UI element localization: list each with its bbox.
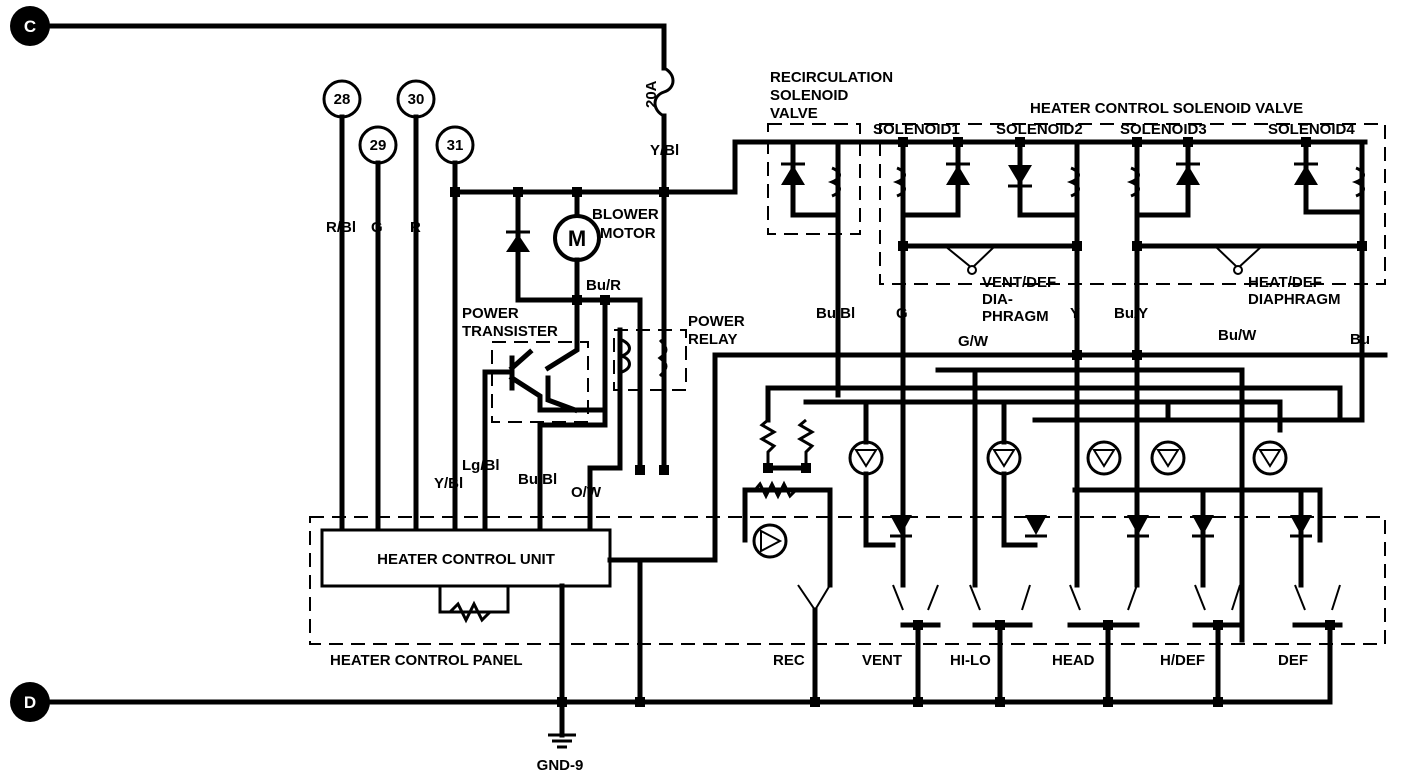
recirc-label-2: SOLENOID	[770, 87, 849, 104]
junction-dots	[763, 137, 1367, 707]
heater-valve-label: HEATER CONTROL SOLENOID VALVE	[1030, 100, 1303, 117]
resistor-1	[759, 418, 777, 468]
feed-wire-c	[47, 23, 667, 71]
resistor-3	[753, 480, 798, 500]
led-h-def	[1150, 440, 1186, 476]
led-vent	[848, 399, 896, 548]
connector-30: 30	[396, 79, 436, 119]
recirc-label-3: VALVE	[770, 105, 818, 122]
fuse-20a	[653, 66, 675, 118]
led-def	[1252, 440, 1288, 476]
svg-text:28: 28	[334, 91, 351, 108]
wire-label-bu-y: Bu/Y	[1114, 305, 1148, 322]
svg-text:29: 29	[370, 137, 387, 154]
svg-text:D: D	[24, 693, 36, 712]
wire-label-g-w: G/W	[958, 333, 989, 350]
power-relay	[613, 329, 687, 391]
terminal-c: C	[10, 6, 50, 46]
heater-control-solenoid-valve	[879, 123, 1386, 285]
mode-diodes	[890, 515, 1312, 538]
heat-def-label-2: DIAPHRAGM	[1248, 291, 1341, 308]
switch-label-vent: VENT	[862, 652, 902, 669]
solenoid2-label: SOLENOID2	[996, 121, 1083, 138]
switch-label-h-def: H/DEF	[1160, 652, 1205, 669]
relay-label-1: POWER	[688, 313, 745, 330]
recirc-label-1: RECIRCULATION	[770, 69, 893, 86]
recirc-solenoid-valve	[767, 123, 861, 235]
switch-rec[interactable]	[797, 584, 831, 705]
solenoid4-label: SOLENOID4	[1268, 121, 1355, 138]
wire-label-y-bl-top: Y/Bl	[650, 142, 679, 159]
vent-def-label-2: DIA-	[982, 291, 1013, 308]
wire-label-y-bl: Y/Bl	[434, 475, 463, 492]
switch-label-def: DEF	[1278, 652, 1308, 669]
heater-control-unit	[320, 528, 612, 588]
fuse-label: 20A	[643, 80, 660, 108]
wire-label-o-w: O/W	[571, 484, 602, 501]
relay-label-2: RELAY	[688, 331, 737, 348]
solenoid-3	[1126, 139, 1200, 403]
control-panel-label: HEATER CONTROL PANEL	[330, 652, 523, 669]
vent-def-label-1: VENT/DEF	[982, 274, 1056, 291]
blower-label-1: BLOWER	[592, 206, 659, 223]
connector-29: 29	[358, 125, 398, 165]
control-unit-label: HEATER CONTROL UNIT	[377, 551, 555, 568]
svg-text:30: 30	[408, 91, 425, 108]
svg-text:C: C	[24, 17, 36, 36]
heat-def-label-1: HEAT/DEF	[1248, 274, 1322, 291]
wire-label-bu-r: Bu/R	[586, 277, 621, 294]
solenoid-1	[892, 139, 970, 403]
transister-label-2: TRANSISTER	[462, 323, 558, 340]
wire-label-bu-bl-recirc: Bu/Bl	[816, 305, 855, 322]
wire-label-lg-bl: Lg/Bl	[462, 457, 500, 474]
wire-label-g-right: G	[896, 305, 908, 322]
svg-text:M: M	[568, 226, 586, 251]
svg-text:31: 31	[447, 137, 464, 154]
led-head	[1086, 440, 1122, 476]
rec-indicator-led	[752, 523, 788, 559]
transister-label-1: POWER	[462, 305, 519, 322]
switch-def[interactable]	[1292, 584, 1343, 628]
wire-label-bu: Bu	[1350, 331, 1370, 348]
switch-label-head: HEAD	[1052, 652, 1095, 669]
terminal-d: D	[10, 682, 50, 722]
solenoid1-label: SOLENOID1	[873, 121, 960, 138]
flyback-diode	[506, 234, 530, 252]
solenoid3-label: SOLENOID3	[1120, 121, 1207, 138]
wire-label-r: R	[410, 219, 421, 236]
unit-potentiometer	[438, 586, 510, 624]
solenoid-2	[1008, 139, 1080, 403]
wire-label-bu-bl-left: Bu/Bl	[518, 471, 557, 488]
wire-label-y-right: Y	[1070, 305, 1080, 322]
connector-31: 31	[435, 125, 475, 165]
ground-label: GND-9	[537, 757, 584, 772]
wire-label-bu-w: Bu/W	[1218, 327, 1257, 344]
wire-label-r-bl: R/Bl	[326, 219, 356, 236]
power-bus	[452, 139, 1368, 195]
connector-28: 28	[322, 79, 362, 119]
switch-label-rec: REC	[773, 652, 805, 669]
heater-control-panel-outline	[309, 516, 1386, 645]
blower-label-2: MOTOR	[600, 225, 656, 242]
switch-label-hi-lo: HI-LO	[950, 652, 991, 669]
ground-bus-d	[47, 625, 1333, 705]
led-hi-lo	[986, 399, 1038, 548]
power-transister	[491, 341, 589, 423]
vent-def-label-3: PHRAGM	[982, 308, 1049, 325]
wire-label-g: G	[371, 219, 383, 236]
resistor-2	[797, 418, 815, 468]
